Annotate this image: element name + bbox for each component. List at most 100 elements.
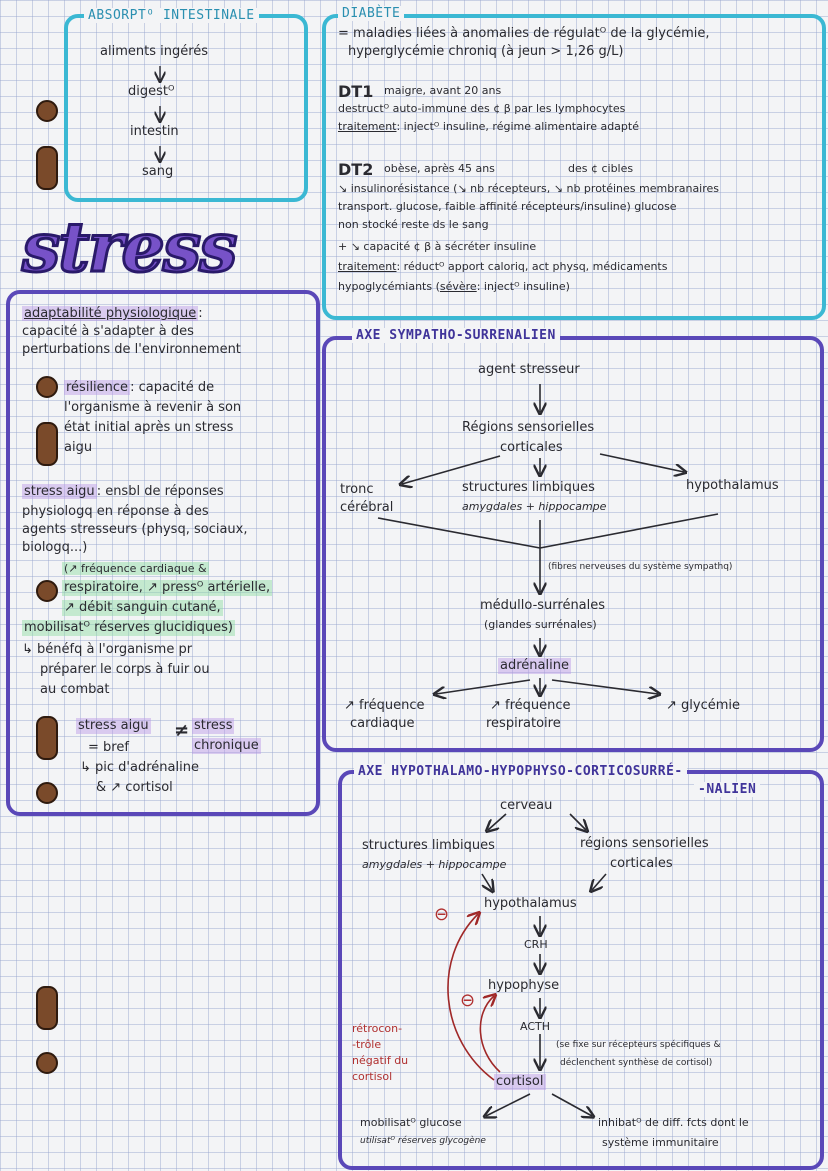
- minus-icon: ⊖: [434, 904, 450, 925]
- binder-hole: [36, 782, 58, 804]
- stress-aigu-line: agents stresseurs (physq, sociaux,: [22, 522, 248, 537]
- dt2-line7b: : injectᴼ insuline): [476, 280, 570, 293]
- hha-crh: CRH: [524, 938, 548, 951]
- treatment-label: traitement: [338, 120, 397, 133]
- compare-chronique: stress: [192, 718, 235, 734]
- sympatho-regions: Régions sensorielles: [462, 420, 595, 435]
- sympatho-medullo: médullo-surrénales: [480, 598, 606, 613]
- hha-regions: corticales: [610, 856, 673, 871]
- hha-hypothalamus: hypothalamus: [484, 896, 577, 911]
- adapt-line: capacité à s'adapter à des: [22, 324, 194, 339]
- hha-cerveau: cerveau: [500, 798, 553, 813]
- treatment-label: traitement: [338, 260, 397, 273]
- effets-line: mobilisatᴼ réserves glucidiques): [22, 620, 235, 636]
- hha-limbiques: structures limbiques: [362, 838, 495, 853]
- stress-aigu-text: : ensbl de réponses: [96, 484, 224, 499]
- resilience-line: état initial après un stress: [64, 420, 234, 435]
- stress-title: stress: [20, 207, 238, 290]
- binder-hole: [36, 146, 58, 190]
- dt1-line: destructᴼ auto-immune des ¢ β par les ly…: [338, 102, 626, 115]
- binder-hole: [36, 422, 58, 466]
- sympatho-tronc: cérébral: [340, 500, 394, 515]
- sympatho-regions: corticales: [500, 440, 563, 455]
- sympatho-freq-resp: respiratoire: [486, 716, 561, 731]
- compare-line: = bref: [88, 740, 129, 755]
- resilience-text: : capacité de: [130, 380, 215, 395]
- stress-box: [6, 290, 320, 816]
- stress-aigu-line: physiologq en réponse à des: [22, 504, 209, 519]
- binder-hole: [36, 376, 58, 398]
- hha-retro: rétrocon-: [352, 1022, 403, 1035]
- axe-hha-title: -NALIEN: [694, 782, 761, 797]
- stress-aigu-line: biologq...): [22, 540, 88, 555]
- absorption-box: [64, 14, 308, 202]
- sympatho-tronc: tronc: [340, 482, 374, 497]
- flow-step: aliments ingérés: [100, 44, 209, 59]
- dt2-label: DT2: [338, 160, 374, 179]
- sympatho-freq-card: cardiaque: [350, 716, 415, 731]
- axe-sympatho-title: AXE SYMPATHO-SURRENALIEN: [352, 328, 560, 343]
- stress-aigu-heading: stress aigu: ensbl de réponses: [22, 484, 224, 500]
- sympatho-agent: agent stresseur: [478, 362, 580, 377]
- dt2-treatment: traitement: réductᴼ apport caloriq, act …: [338, 260, 667, 273]
- resilience-line: aigu: [64, 440, 93, 455]
- hha-retro: cortisol: [352, 1070, 393, 1083]
- hha-inhib: inhibatᴼ de diff. fcts dont le: [598, 1116, 749, 1129]
- compare-chronique: chronique: [192, 738, 261, 754]
- benef-line: au combat: [40, 682, 110, 697]
- hha-retro: négatif du: [352, 1054, 409, 1067]
- treatment-text: : injectᴼ insuline, régime alimentaire a…: [396, 120, 639, 133]
- diabete-box: [322, 14, 826, 320]
- binder-hole: [36, 1052, 58, 1074]
- compare-line: & ↗ cortisol: [96, 780, 173, 795]
- sympatho-limbiques: structures limbiques: [462, 480, 595, 495]
- sympatho-freq-card: ↗ fréquence: [344, 698, 425, 713]
- dt2-line: + ↘ capacité ¢ β à sécréter insuline: [338, 240, 537, 253]
- effets-line: ↗ débit sanguin cutané,: [62, 600, 223, 616]
- dt2-line: transport. glucose, faible affinité réce…: [338, 200, 677, 213]
- sympatho-freq-resp: ↗ fréquence: [490, 698, 571, 713]
- dt2-line: non stocké reste ds le sang: [338, 218, 489, 231]
- dt1-treatment: traitement: injectᴼ insuline, régime ali…: [338, 120, 639, 133]
- hha-regions: régions sensorielles: [580, 836, 709, 851]
- dt2-line: ↘ insulinorésistance (↘ nb récepteurs, ↘…: [338, 182, 720, 195]
- sympatho-adrenaline: adrénaline: [498, 658, 571, 674]
- binder-hole: [36, 100, 58, 122]
- binder-hole: [36, 716, 58, 760]
- hha-mobil-sub: utilisatᴼ réserves glycogène: [360, 1136, 486, 1146]
- resilience-heading: résilience: capacité de: [64, 380, 214, 396]
- hha-retro: -trôle: [352, 1038, 382, 1051]
- compare-neq: ≠: [174, 720, 190, 741]
- absorption-title: ABSORPTᴼ INTESTINALE: [84, 8, 259, 23]
- flow-step: intestin: [130, 124, 179, 139]
- dt2-desc: obèse, après 45 ans: [384, 162, 495, 175]
- diabete-definition: = maladies liées à anomalies de régulatᴼ…: [338, 26, 710, 41]
- stress-aigu-label: stress aigu: [22, 484, 97, 499]
- flow-step: sang: [142, 164, 174, 179]
- axe-hha-title: AXE HYPOTHALAMO-HYPOPHYSO-CORTICOSURRÉ-: [354, 764, 687, 779]
- diabete-definition: hyperglycémie chroniq (à jeun > 1,26 g/L…: [348, 44, 624, 59]
- diabete-title: DIABÈTE: [338, 6, 405, 21]
- compare-aigu: stress aigu: [76, 718, 151, 734]
- hha-mobil: mobilisatᴼ glucose: [360, 1116, 462, 1129]
- treatment-text: : réductᴼ apport caloriq, act physq, méd…: [396, 260, 668, 273]
- hha-fixe: déclenchent synthèse de cortisol): [560, 1058, 713, 1068]
- binder-hole: [36, 986, 58, 1030]
- hha-fixe: (se fixe sur récepteurs spécifiques &: [556, 1040, 721, 1050]
- dt1-desc: maigre, avant 20 ans: [384, 84, 502, 97]
- effets-line: (↗ fréquence cardiaque &: [62, 562, 209, 576]
- sympatho-hypothalamus: hypothalamus: [686, 478, 779, 493]
- benef-line: ↳ bénéfq à l'organisme pr: [22, 642, 193, 657]
- dt2-severe: sévère: [439, 280, 477, 293]
- sympatho-glandes: (glandes surrénales): [484, 618, 597, 631]
- hha-limbiques-sub: amygdales + hippocampe: [362, 858, 507, 871]
- sympatho-fibres: (fibres nerveuses du système sympathq): [548, 562, 733, 572]
- dt2-cibles: des ¢ cibles: [568, 162, 634, 175]
- adapt-line: perturbations de l'environnement: [22, 342, 241, 357]
- effets-line: respiratoire, ↗ pressᴼ artérielle,: [62, 580, 273, 596]
- dt1-label: DT1: [338, 82, 374, 101]
- resilience-label: résilience: [64, 380, 131, 395]
- hha-inhib: système immunitaire: [602, 1136, 719, 1149]
- adapt-heading: adaptabilité physiologique:: [22, 306, 203, 321]
- hha-hypophyse: hypophyse: [488, 978, 560, 993]
